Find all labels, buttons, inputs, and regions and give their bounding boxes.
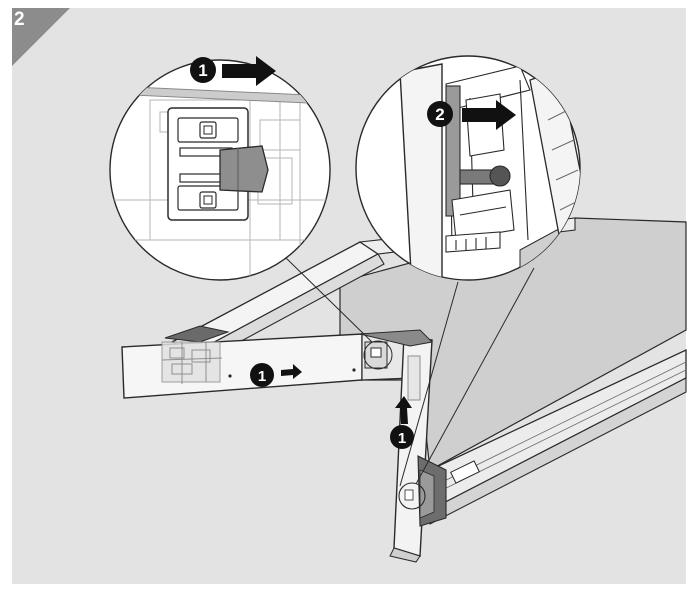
front-locking-mechanism (161, 341, 223, 384)
callout-number: 1 (398, 430, 406, 447)
callout-number: 2 (435, 105, 444, 124)
drawer-corner-cap (359, 329, 434, 347)
arrow-right-icon (222, 56, 276, 86)
callout-number: 1 (258, 368, 266, 385)
arrow-right-icon (281, 364, 302, 379)
step-tab (12, 8, 70, 66)
callout-number: 1 (198, 61, 207, 80)
front-clip-small (363, 340, 393, 370)
step-callout-badge: 1 (250, 363, 274, 387)
step-number: 2 (14, 9, 25, 30)
detail-circle-left (109, 59, 331, 281)
arrow-right-icon (462, 100, 516, 130)
arrow-up-icon (395, 396, 412, 424)
detail-leader-lines (283, 255, 535, 487)
drawer-side-front-board (389, 335, 447, 563)
step-callout-badge: 1 (190, 57, 216, 83)
right-drawer-side-rail (429, 348, 687, 525)
detail-circle-right (355, 55, 581, 281)
step-callout-badge: 2 (427, 101, 453, 127)
step-callout-badge: 1 (390, 425, 414, 449)
